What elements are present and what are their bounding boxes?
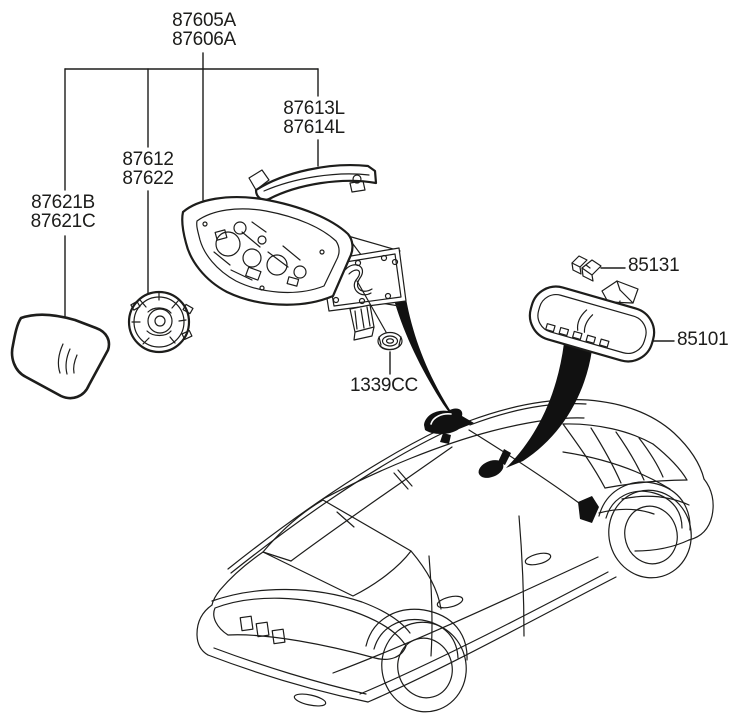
location-arrow-inside-mirror — [478, 343, 592, 478]
callout-turn-signal-lamp: 87613L 87614L — [276, 99, 352, 137]
part-number: 87606A — [172, 29, 236, 50]
signal-lamp-drawing — [248, 164, 378, 201]
part-number: 87612 — [122, 149, 174, 170]
part-number: 87614L — [283, 117, 345, 138]
part-number: 87622 — [122, 168, 174, 189]
mounting-nut-drawing — [377, 331, 403, 351]
callout-outside-mirror-assembly: 87605A 87606A — [158, 11, 250, 49]
part-number: 85101 — [677, 329, 729, 350]
part-number: 87621C — [30, 211, 96, 232]
part-number: 87605A — [172, 10, 236, 31]
door-mirror-on-car — [578, 496, 599, 523]
leader-lines — [64, 52, 675, 375]
part-number: 87621B — [31, 192, 95, 213]
inside-mirror-drawing — [528, 255, 656, 363]
part-number: 1339CC — [350, 375, 418, 396]
callout-mirror-glass: 87621B 87621C — [24, 193, 102, 231]
mirror-assembly-drawing — [181, 196, 407, 341]
part-number: 87613L — [283, 98, 345, 119]
callout-mounting-nut: 1339CC — [342, 376, 426, 395]
callout-mirror-actuator: 87612 87622 — [116, 150, 180, 188]
part-number: 85131 — [628, 255, 680, 276]
location-arrow-door-mirror — [390, 284, 474, 444]
car-drawing — [196, 399, 714, 713]
mirror-actuator-drawing — [127, 290, 194, 354]
callout-inside-mirror-cover: 85131 — [628, 256, 688, 275]
callout-inside-mirror: 85101 — [677, 330, 739, 349]
mirror-glass-drawing — [10, 313, 111, 400]
inside-mirror-cover-drawing — [571, 255, 602, 282]
